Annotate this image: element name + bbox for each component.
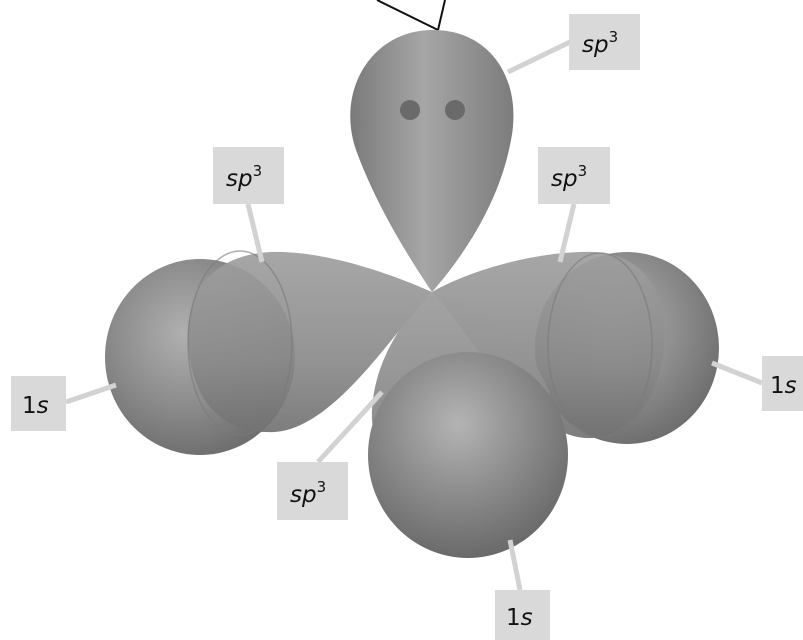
leader-sp3-top [506,39,572,75]
leader-sp3-upper-left [245,203,265,263]
label-1s-right-text: 1s [770,373,797,399]
top-pointer-lines [376,0,446,31]
leader-lines [65,39,763,591]
sp3-lobe-upper-left [187,251,432,433]
electron-dot [445,100,465,120]
sp3-lobe-upper-right-rim [547,252,653,438]
label-sp3-top-text: sp3 [582,28,618,58]
label-sp3-upper-right-text: sp3 [551,162,587,192]
leader-1s-right [711,360,763,386]
label-sp3-top: sp3 [569,14,640,70]
label-sp3-upper-right: sp3 [538,147,610,204]
label-1s-right: 1s [762,356,803,411]
label-sp3-upper-left-text: sp3 [226,162,262,192]
leader-1s-left [65,382,117,405]
leader-1s-bottom [507,539,523,591]
hydrogen-1s-bottom-sphere [368,352,568,558]
label-1s-bottom-text: 1s [506,605,533,631]
label-sp3-lower: sp3 [277,462,348,520]
sp3-lobe-top [350,29,514,292]
sp3-lobe-upper-left-rim [187,250,293,436]
label-1s-bottom: 1s [495,590,550,640]
label-sp3-lower-text: sp3 [290,478,326,508]
electron-dot [400,100,420,120]
label-sp3-upper-left: sp3 [213,147,284,204]
lone-pair-electrons [400,100,465,120]
leader-sp3-upper-right [557,203,577,263]
label-1s-left-text: 1s [22,393,49,419]
leader-sp3-lower [316,390,384,464]
label-1s-left: 1s [11,376,66,431]
